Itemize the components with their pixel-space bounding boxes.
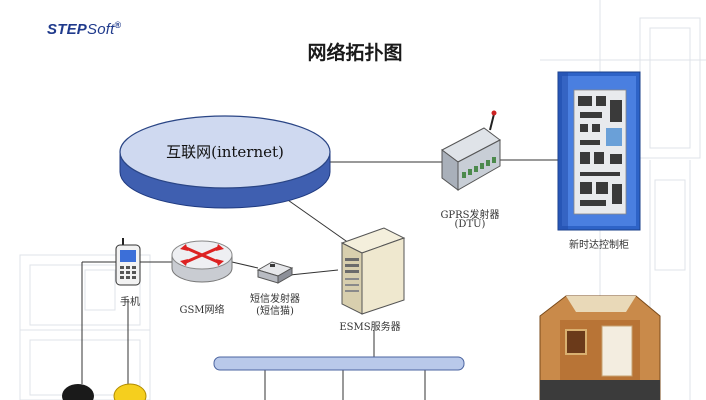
network-bus — [213, 356, 465, 371]
helmet-icon — [113, 383, 147, 400]
cabinet-icon — [557, 71, 641, 231]
cabinet-label: 新时达控制柜 — [569, 240, 629, 251]
dtu-icon — [441, 110, 501, 191]
gsm-sms-link — [231, 261, 259, 269]
elevator-icon — [539, 295, 661, 400]
sms-sublabel: (短信猫) — [256, 306, 294, 317]
server-icon — [340, 227, 406, 315]
dtu-sublabel: (DTU) — [454, 219, 486, 230]
logo-rest: Soft — [86, 21, 115, 38]
connection-lines — [81, 159, 558, 400]
server-label: ESMS服务器 — [339, 322, 401, 333]
sms-label: 短信发射器 — [250, 294, 300, 305]
logo-mark: ® — [114, 20, 122, 30]
gsm-label: GSM网络 — [179, 305, 225, 316]
brand-logo: STEPSoft® — [47, 20, 121, 38]
phone-icon — [115, 238, 141, 286]
dtu-label: GPRS发射器 — [440, 210, 500, 221]
internet-server-link — [284, 197, 357, 249]
modem-icon — [256, 261, 294, 284]
sms-server-link — [289, 269, 339, 276]
internet-cloud — [119, 115, 331, 209]
phone-label: 手机 — [120, 297, 140, 308]
user-icon — [62, 384, 94, 400]
router-icon — [171, 240, 233, 283]
internet-label: 互联网(internet) — [166, 143, 284, 161]
page-title: 网络拓扑图 — [307, 42, 403, 64]
logo-bold: STEP — [47, 21, 87, 38]
